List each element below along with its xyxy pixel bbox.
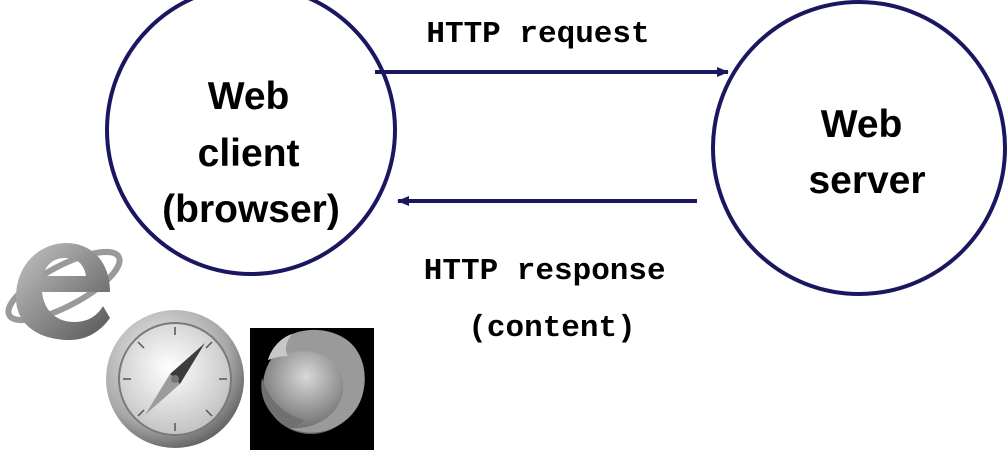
firefox-icon xyxy=(250,328,374,450)
web-client-circle xyxy=(105,0,397,276)
web-server-label-line-2: server xyxy=(808,159,925,202)
web-server-circle xyxy=(711,0,1007,296)
web-client-node: Web client (browser) xyxy=(105,0,397,276)
web-client-label-line-1: Web xyxy=(208,75,290,118)
http-response-label-line-2: (content) xyxy=(468,311,635,346)
http-response-label-line-1: HTTP response xyxy=(424,254,666,289)
web-client-label-line-3: (browser) xyxy=(162,188,340,231)
web-client-label-line-2: client xyxy=(198,132,300,175)
http-request-label: HTTP request xyxy=(426,17,649,52)
svg-text:Web server: Web server xyxy=(808,103,925,202)
internet-explorer-icon xyxy=(5,243,123,340)
svg-text:Web client (browse: Web client (browser) xyxy=(162,75,340,231)
safari-icon xyxy=(106,310,244,448)
http-request-edge: HTTP request xyxy=(375,17,729,77)
web-server-node: Web server xyxy=(711,0,1007,296)
svg-text:HTTP response (content): HTTP response (content) xyxy=(424,254,684,346)
http-response-edge: HTTP response (content) xyxy=(397,196,697,346)
browser-icons xyxy=(5,243,374,450)
web-server-label-line-1: Web xyxy=(821,103,903,146)
svg-text:HTTP request: HTTP request xyxy=(426,17,649,52)
